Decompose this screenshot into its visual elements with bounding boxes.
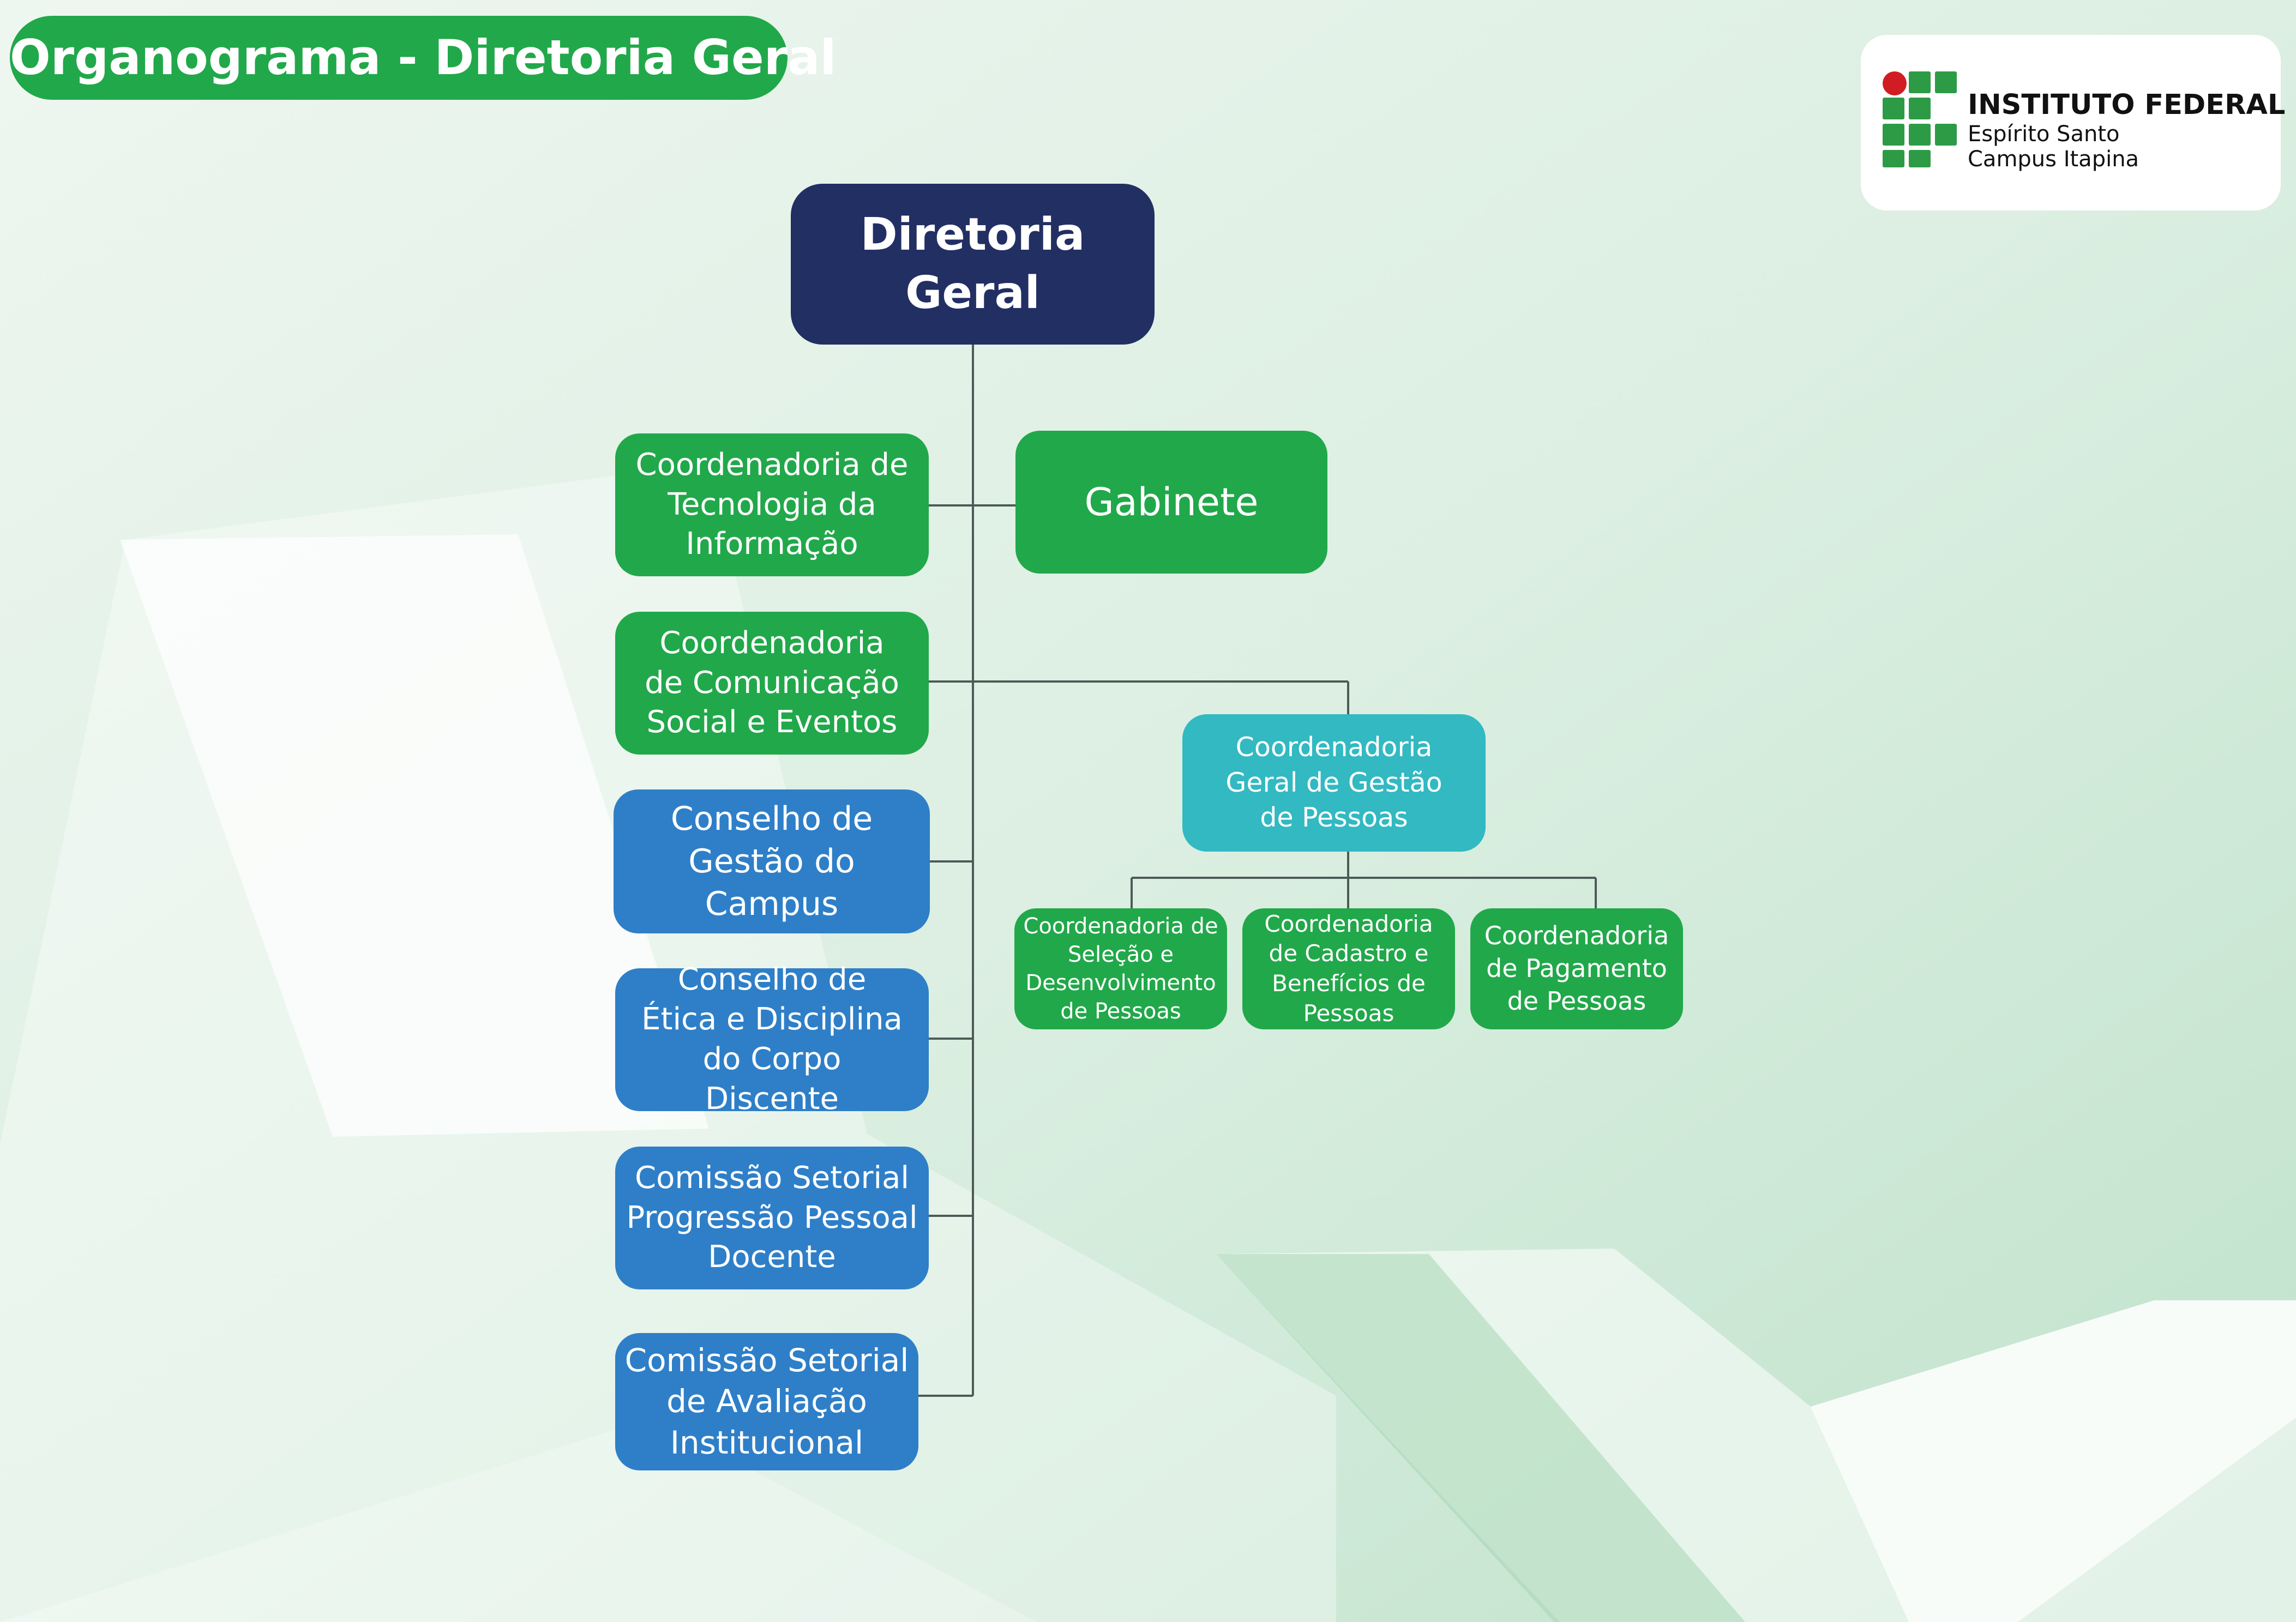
org-node-root[interactable]: Diretoria Geral — [791, 184, 1155, 345]
if-logo-icon — [1883, 71, 1959, 167]
org-node-cadastro[interactable]: Coordenadoria de Cadastro e Benefícios d… — [1242, 908, 1455, 1029]
org-node-label: Conselho de Ética e Disciplina do Corpo … — [641, 962, 903, 1117]
org-node-cppd[interactable]: Comissão Setorial Progressão Pessoal Doc… — [615, 1147, 929, 1289]
org-node-ti[interactable]: Coordenadoria de Tecnologia da Informaçã… — [615, 433, 929, 576]
logo-institution-name: INSTITUTO FEDERAL — [1968, 89, 2286, 121]
org-node-label: Gabinete — [1084, 480, 1259, 524]
logo-state: Espírito Santo — [1968, 122, 2120, 147]
org-node-label: Conselho de Gestão do Campus — [670, 800, 873, 923]
org-node-label: Coordenadoria de Pagamento de Pessoas — [1484, 921, 1669, 1016]
org-node-label: Coordenadoria de Seleção e Desenvolvimen… — [1023, 914, 1218, 1024]
org-node-label: Coordenadoria de Tecnologia da Informaçã… — [635, 447, 909, 562]
org-node-pagamento[interactable]: Coordenadoria de Pagamento de Pessoas — [1470, 908, 1683, 1029]
org-node-gestao-pessoas[interactable]: Coordenadoria Geral de Gestão de Pessoas — [1182, 714, 1486, 852]
org-node-label: Comissão Setorial Progressão Pessoal Doc… — [626, 1160, 918, 1275]
logo-campus: Campus Itapina — [1968, 147, 2139, 172]
page-title: Organograma - Diretoria Geral — [10, 16, 837, 100]
org-node-cpa[interactable]: Comissão Setorial de Avaliação Instituci… — [615, 1333, 918, 1470]
org-node-label: Diretoria Geral — [860, 208, 1085, 319]
org-node-label: Coordenadoria de Cadastro e Benefícios d… — [1264, 910, 1433, 1027]
org-node-conselho-gestao[interactable]: Conselho de Gestão do Campus — [614, 789, 930, 933]
org-node-conselho-etica[interactable]: Conselho de Ética e Disciplina do Corpo … — [615, 962, 929, 1117]
org-node-selecao[interactable]: Coordenadoria de Seleção e Desenvolvimen… — [1014, 908, 1227, 1029]
org-node-label: Coordenadoria de Comunicação Social e Ev… — [645, 625, 899, 740]
org-node-label: Comissão Setorial de Avaliação Instituci… — [624, 1341, 909, 1461]
institution-logo: INSTITUTO FEDERAL Espírito Santo Campus … — [1861, 35, 2285, 210]
org-node-comunicacao[interactable]: Coordenadoria de Comunicação Social e Ev… — [615, 612, 929, 755]
org-node-label: Coordenadoria Geral de Gestão de Pessoas — [1225, 731, 1442, 834]
org-node-gabinete[interactable]: Gabinete — [1015, 431, 1327, 574]
